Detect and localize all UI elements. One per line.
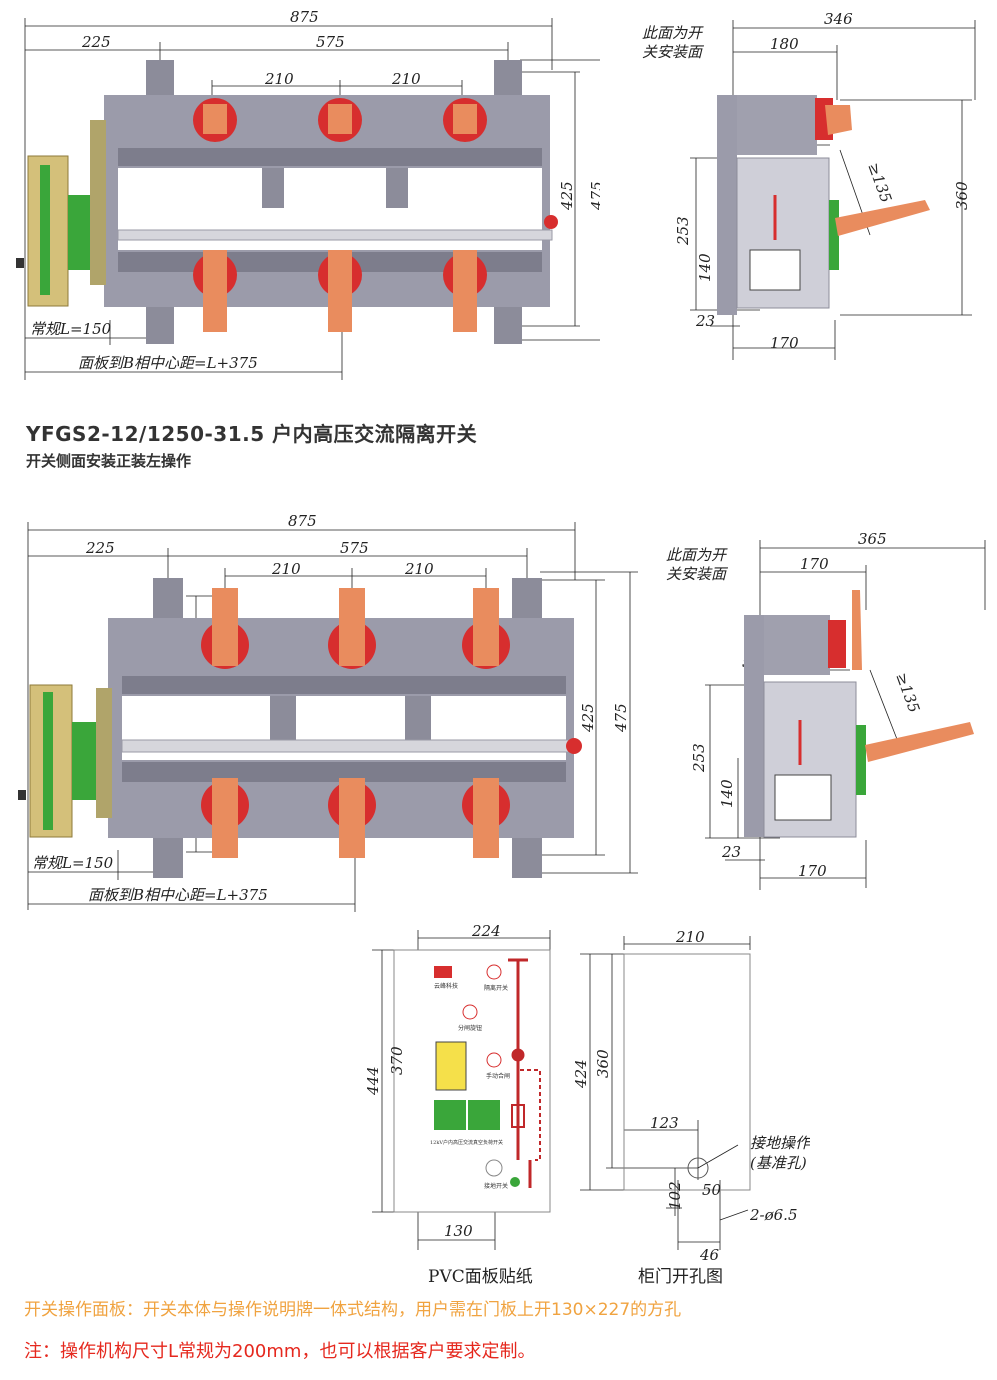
manual-label: 手动合闸 [486,1072,510,1080]
mount-face-line2: 关安装面 [642,43,705,61]
dim-253: 253 [674,216,692,246]
dim-253-b: 253 [690,743,708,773]
cut-dim-210: 210 [675,928,705,946]
dim-875-b: 875 [288,512,317,530]
pvc-caption: PVC面板贴纸 [428,1267,533,1287]
cut-dim-46: 46 [699,1246,720,1264]
label-panel-distance: 面板到B相中心距=L+375 [78,354,258,372]
dim-170-bottom: 170 [798,862,827,880]
cutout-caption: 柜门开孔图 [638,1267,723,1287]
brand-name: 云峰科技 [434,982,458,990]
pvc-dim-370: 370 [388,1046,406,1075]
instruction-green-box [434,1100,466,1130]
dim-365: 365 [858,530,887,548]
cut-dim-50: 50 [702,1181,722,1199]
mount-face-label: 此面为开关安装面 [642,24,705,61]
dim-135-b: ≥135 [892,670,923,715]
cut-dim-123: 123 [650,1114,679,1132]
dim-360: 360 [953,181,971,210]
dim-140-b: 140 [718,779,736,808]
note-mechanism-size: 注：操作机构尺寸L常规为200mm，也可以根据客户要求定制。 [24,1341,536,1362]
dim-210-d: 210 [404,560,434,578]
dim-135: ≥135 [864,160,895,205]
dim-225-b: 225 [85,539,115,557]
dim-575-b: 575 [340,539,369,557]
product-line-text: 12kV户内高压交流真空负荷开关 [430,1139,503,1146]
cut-dim-102: 102 [666,1181,684,1210]
dim-210-a: 210 [264,70,294,88]
dim-210-c: 210 [271,560,301,578]
bottom-insulators [201,588,510,858]
top-side-view: 346 180 5 150 55 ≥135 253 140 360 23 170… [642,10,976,360]
mount-face-label-b: 此面为开关安装面 [666,546,729,583]
dim-180: 180 [770,35,799,53]
product-title: YFGS2-12/1250-31.5 户内高压交流隔离开关 [26,422,478,446]
instruction-green-box-2 [468,1100,500,1130]
bottom-front-view: 875 225 575 210 210 400 425 475 常规L=150 … [18,512,638,912]
pvc-panel-drawing: 224 444 370 130 云峰科技 隔离开关 分闸旋钮 手动合闸 12kV… [364,922,551,1287]
dim-140: 140 [696,253,714,282]
hole-label: 接地操作孔 [750,1134,810,1152]
mount-face-line2-b: 关安装面 [666,565,729,583]
dim-575: 575 [316,33,345,51]
dim-170-top: 170 [800,555,829,573]
label-l-150-b: 常规L=150 [32,854,114,872]
circuit-diagram [508,958,541,1188]
product-subtitle: 开关侧面安装正装左操作 [26,452,192,470]
top-front-view: 875 225 575 210 210 425 475 常规L=150 面板到B… [16,8,600,380]
mount-face-line1: 此面为开 [642,24,704,42]
dim-23: 23 [695,312,715,330]
dim-475-b: 475 [612,703,630,733]
pvc-dim-444: 444 [364,1066,382,1096]
dim-875: 875 [290,8,319,26]
dim-210-b: 210 [391,70,421,88]
dim-475: 475 [588,181,600,211]
ground-operation-hole-icon [687,1157,709,1179]
pvc-dim-224: 224 [471,922,501,940]
top-insulators [193,98,487,332]
dim-23-b: 23 [721,843,741,861]
isolate-label: 隔离开关 [484,984,508,992]
dim-225: 225 [81,33,111,51]
separate-label: 分闸旋钮 [458,1024,482,1032]
ground-symbol-icon [510,1177,520,1187]
ground-knob-icon [485,1159,503,1177]
dim-170: 170 [770,334,799,352]
note-operation-panel: 开关操作面板：开关本体与操作说明牌一体式结构，用户需在门板上开130×227的方… [24,1300,682,1320]
label-l-150: 常规L=150 [30,320,112,338]
manual-knob-icon [486,1052,502,1068]
cut-dim-hole: 2-ø6.5 [749,1206,798,1224]
ground-label: 接地开关 [484,1182,508,1190]
pvc-dim-130: 130 [444,1222,473,1240]
dim-425: 425 [558,181,576,211]
brand-logo-icon [434,966,452,978]
cabinet-cutout-drawing: 210 424 360 123 102 50 46 2-ø6.5 接地操作孔 (… [572,928,810,1287]
cut-dim-424: 424 [572,1059,590,1089]
separate-knob-icon [462,1004,478,1020]
mount-face-line1-b: 此面为开 [666,546,728,564]
bottom-side-view: 365 170 5 150 55 ≥135 253 140 23 170 此面为… [666,530,986,890]
isolate-knob-icon [486,964,502,980]
label-panel-distance-b: 面板到B相中心距=L+375 [88,886,268,904]
dim-425-b: 425 [579,703,597,733]
hole-ref-label: (基准孔) [750,1154,807,1172]
warning-sign-icon [435,1041,467,1091]
dim-346: 346 [824,10,853,28]
cut-dim-360: 360 [594,1049,612,1078]
